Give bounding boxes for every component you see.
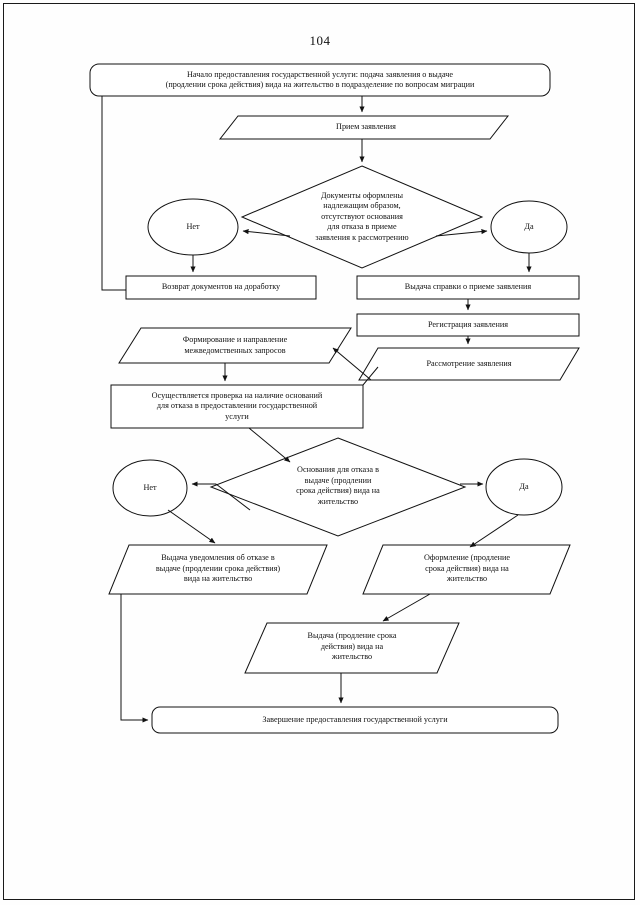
node-uvedomlenie-shape: [108, 544, 328, 595]
edge-vozvrat-to-start: [101, 96, 126, 291]
node-spravka-shape: [356, 275, 580, 300]
node-formirovanie-shape: [118, 327, 352, 364]
node-decision2-shape: [209, 437, 467, 537]
edge-proverka-to-decision2: [248, 427, 291, 463]
edge-oformlenie-to-vydacha: [382, 593, 431, 622]
edge-net2-to-uvedomlenie: [167, 509, 216, 544]
node-vydacha-shape: [244, 622, 460, 674]
node-start-shape: [89, 63, 551, 97]
edge-decision1-to-da1: [435, 228, 488, 237]
edge-rassmotrenie-to-formirovanie: [332, 347, 372, 381]
node-net1-shape: [147, 198, 239, 256]
node-rassmotrenie-shape: [358, 347, 580, 381]
node-registraciya-shape: [356, 313, 580, 337]
edge-da2-to-oformlenie: [469, 514, 519, 548]
node-priem-shape: [218, 115, 510, 140]
edge-decision2-left-spread: [215, 483, 251, 511]
node-proverka-shape: [110, 384, 364, 429]
edge-proverka-diagonal: [362, 366, 379, 386]
page-number: 104: [309, 33, 331, 48]
edge-decision1-to-net1: [242, 229, 291, 237]
node-da1-shape: [490, 200, 568, 254]
node-vozvrat-shape: [125, 275, 317, 300]
node-decision1-shape: [240, 165, 484, 269]
edge-uvedomlenie-to-finish: [120, 594, 149, 723]
node-da2-shape: [485, 458, 563, 516]
node-net2-shape: [112, 459, 188, 517]
node-oformlenie-shape: [362, 544, 571, 595]
node-finish-shape: [151, 706, 559, 734]
